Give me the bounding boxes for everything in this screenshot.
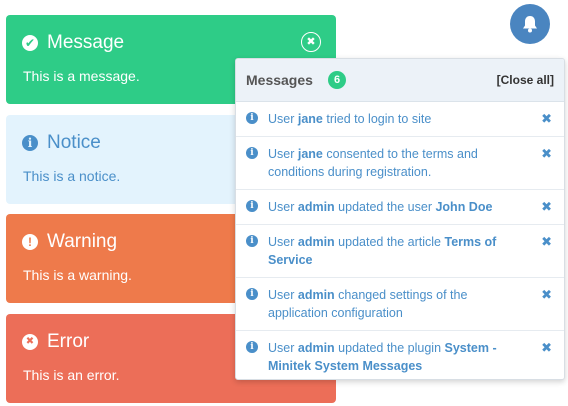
message-target: Terms of Service [268,235,497,267]
close-all-button[interactable]: [Close all] [496,73,554,87]
message-text-prefix: User [268,200,298,214]
message-item: i User admin updated the plugin System -… [236,331,564,379]
info-circle-icon: i [246,147,258,159]
alert-warning-header: ! Warning [22,231,117,253]
message-text-prefix: User [268,235,298,249]
message-text: updated the user [334,200,436,214]
message-target: System - Minitek System Messages [268,341,497,373]
message-user: admin [297,200,335,214]
message-text: consented to the terms and conditions du… [268,147,478,179]
close-icon[interactable]: ✖ [541,287,552,302]
exclamation-circle-icon: ! [22,234,38,250]
message-text-prefix: User [268,112,298,126]
close-icon[interactable]: ✖ [541,111,552,126]
info-circle-icon: i [246,112,258,124]
messages-panel-title: Messages [246,72,313,88]
info-circle-icon: i [246,341,258,353]
message-text-prefix: User [268,147,298,161]
messages-list: i User jane tried to login to site ✖ i U… [236,102,564,379]
messages-count-badge: 6 [328,71,346,89]
message-item: i User admin changed settings of the app… [236,278,564,331]
alert-error-title: Error [47,331,90,352]
alert-error-header: ✖ Error [22,331,89,353]
message-item: i User jane tried to login to site ✖ [236,102,564,137]
messages-panel: Messages 6 [Close all] i User jane tried… [235,58,565,380]
message-text: tried to login to site [322,112,432,126]
info-circle-icon: i [246,200,258,212]
message-text: changed settings of the application conf… [268,288,468,320]
message-text: updated the plugin [334,341,445,355]
alert-notice-text: This is a notice. [23,168,121,184]
alert-close-button[interactable]: ✖ [301,32,321,52]
alert-warning-title: Warning [47,231,118,252]
alert-warning-text: This is a warning. [23,267,132,283]
close-icon[interactable]: ✖ [541,340,552,355]
info-circle-icon: i [22,135,38,151]
info-circle-icon: i [246,235,258,247]
message-target: John Doe [435,200,493,214]
message-text-prefix: User [268,341,298,355]
message-item: i User admin updated the user John Doe ✖ [236,190,564,225]
message-user: jane [297,147,323,161]
close-icon[interactable]: ✖ [541,199,552,214]
message-text-prefix: User [268,288,298,302]
alert-message-text: This is a message. [23,68,140,84]
message-text: updated the article [334,235,445,249]
message-user: jane [297,112,323,126]
alert-message-header: ✔ Message [22,32,124,54]
alert-message-title: Message [47,32,125,53]
bell-icon [523,16,537,33]
message-user: admin [297,288,335,302]
alert-notice-header: i Notice [22,132,101,154]
message-user: admin [297,235,335,249]
message-item: i User jane consented to the terms and c… [236,137,564,190]
alert-notice-title: Notice [47,132,101,153]
message-item: i User admin updated the article Terms o… [236,225,564,278]
check-circle-icon: ✔ [22,35,38,51]
alert-error-text: This is an error. [23,367,120,383]
close-icon[interactable]: ✖ [541,146,552,161]
notifications-bell-button[interactable] [510,4,550,44]
message-user: admin [297,341,335,355]
times-circle-icon: ✖ [22,334,38,350]
close-icon[interactable]: ✖ [541,234,552,249]
info-circle-icon: i [246,288,258,300]
messages-panel-header: Messages 6 [Close all] [236,59,564,102]
